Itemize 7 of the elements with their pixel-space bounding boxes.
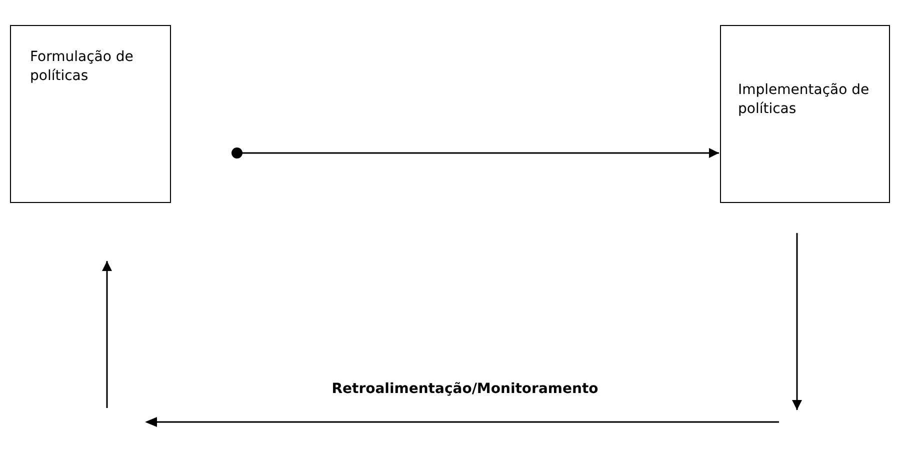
process-box [10, 25, 171, 203]
arrow [102, 261, 112, 408]
box-label: Formulação de políticas [30, 48, 134, 86]
box-label: Implementação de políticas [738, 81, 870, 119]
process-box [720, 25, 890, 203]
arrow [792, 233, 802, 410]
arrow [232, 148, 719, 158]
